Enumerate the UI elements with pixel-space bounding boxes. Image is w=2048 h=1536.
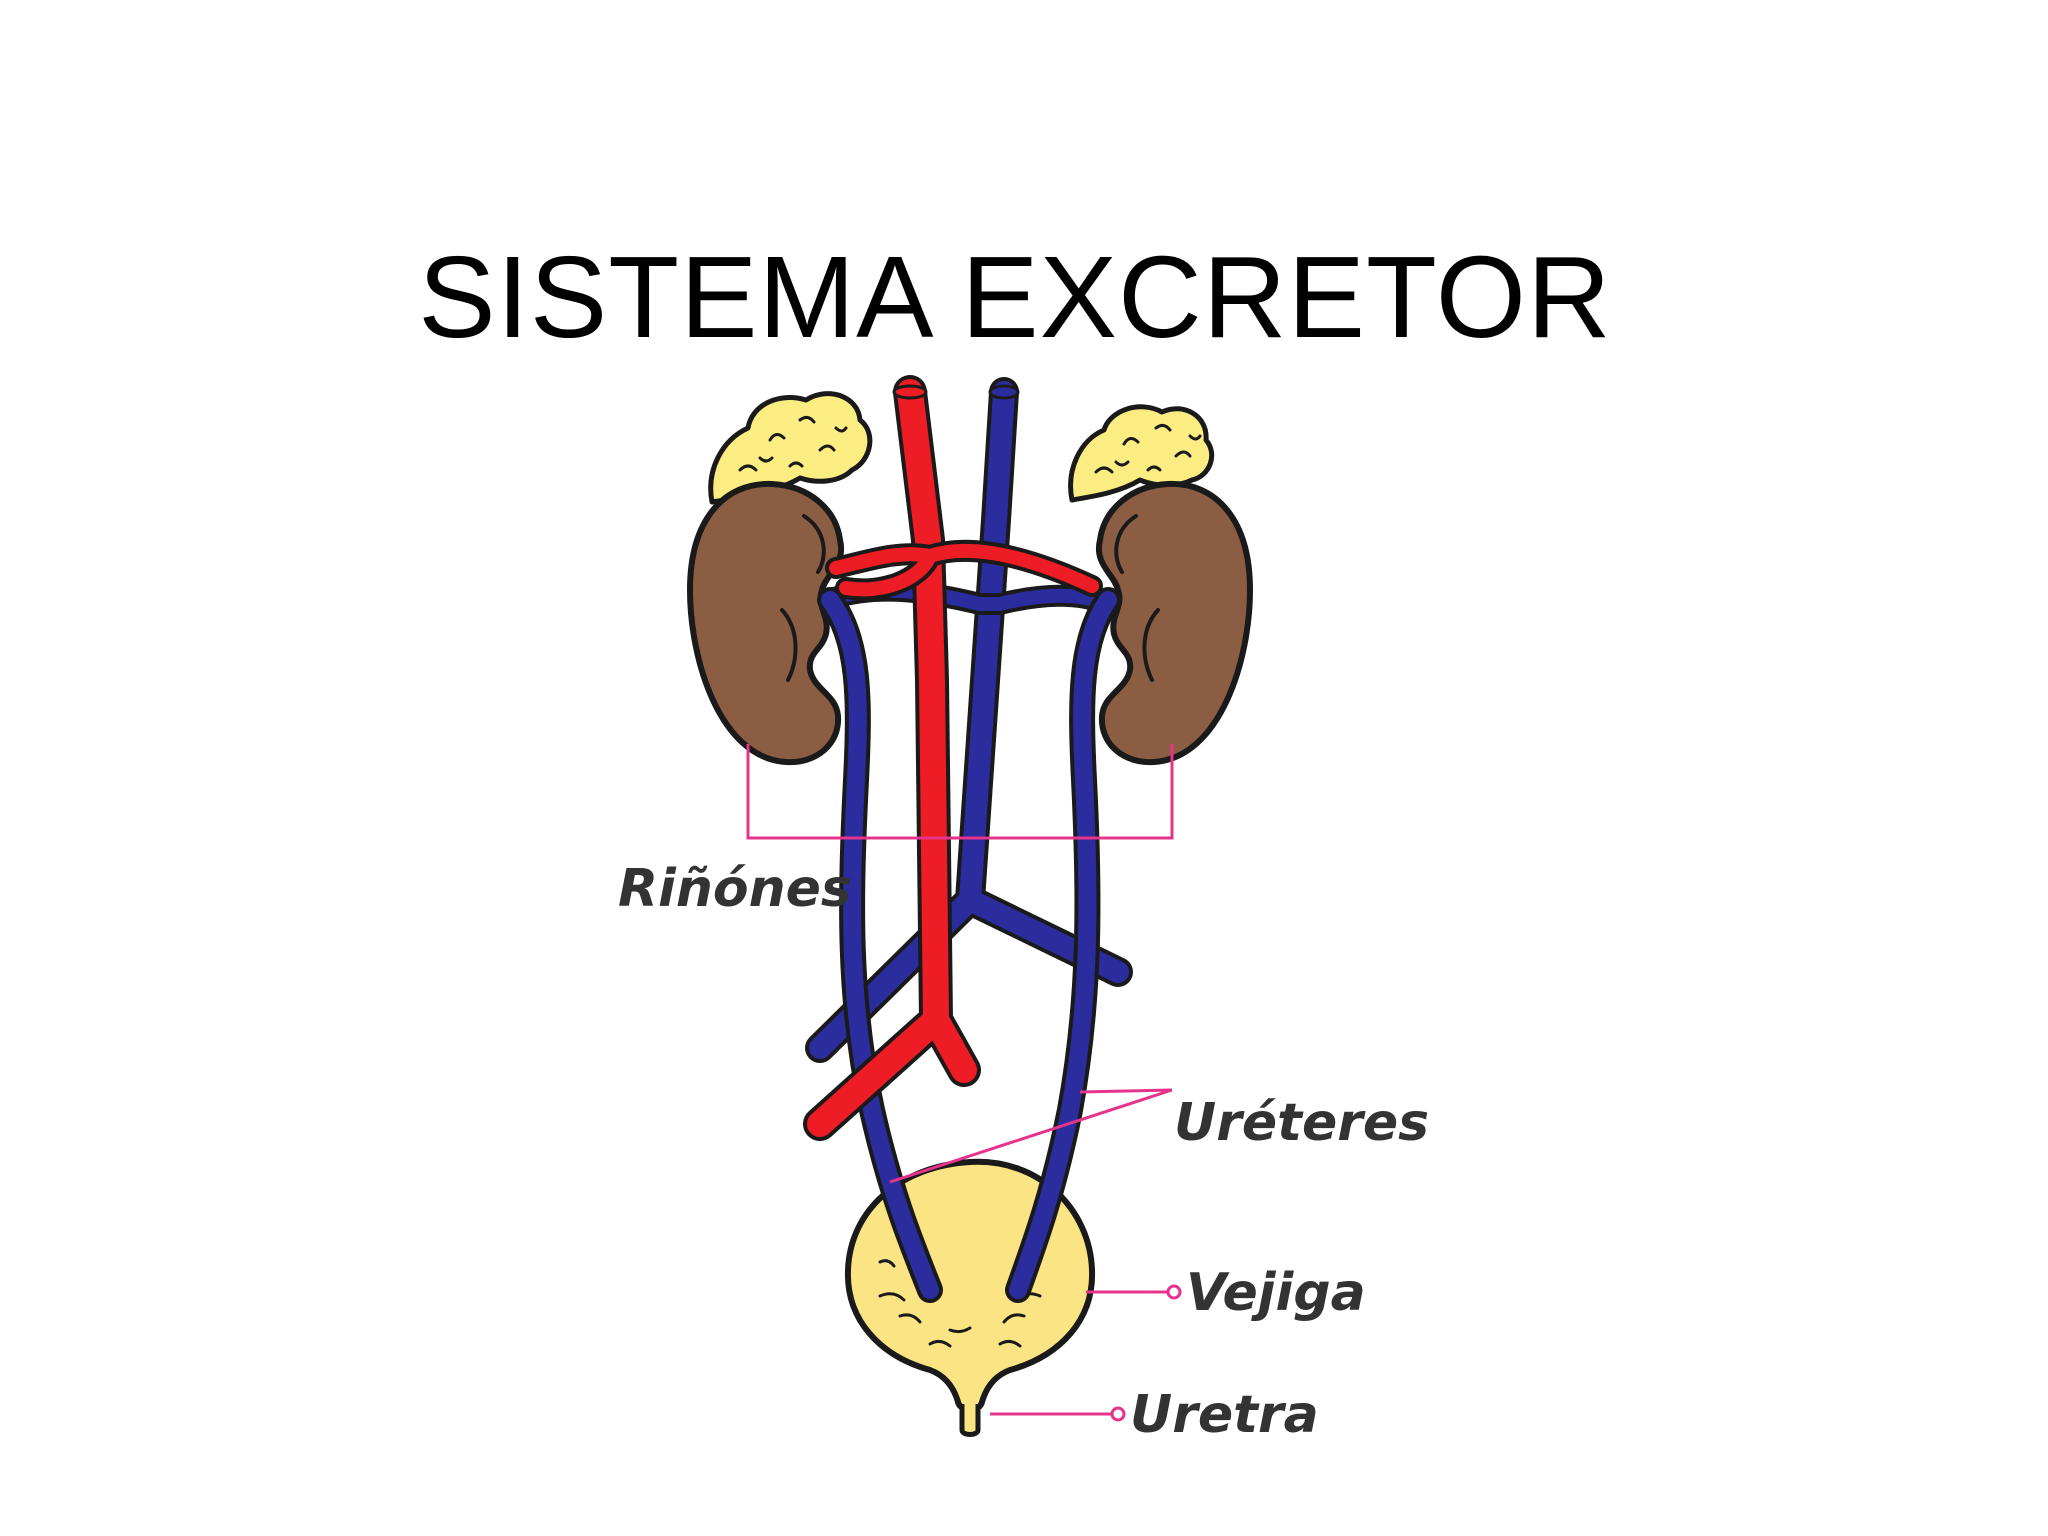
urethra: [959, 1404, 981, 1437]
left-kidney: [687, 480, 845, 766]
left-adrenal-gland: [708, 391, 873, 505]
label-urethra: Uretra: [1130, 1385, 1319, 1445]
label-bladder: Vejiga: [1186, 1263, 1366, 1323]
label-kidneys: Riñónes: [618, 859, 852, 919]
slide-title: SISTEMA EXCRETOR: [418, 232, 1612, 362]
arteries: [803, 375, 1103, 1141]
vena-cava-top-cap: [988, 384, 1020, 400]
veins: [805, 377, 1133, 1303]
kidneys-bracket: [746, 744, 1174, 840]
right-adrenal-gland: [1068, 404, 1215, 503]
ureters-leader: [889, 1088, 1173, 1184]
right-kidney: [1095, 480, 1253, 766]
label-ureters: Uréteres: [1174, 1093, 1429, 1153]
leader-lines: [746, 744, 1182, 1422]
aorta-top-cap: [892, 384, 928, 400]
